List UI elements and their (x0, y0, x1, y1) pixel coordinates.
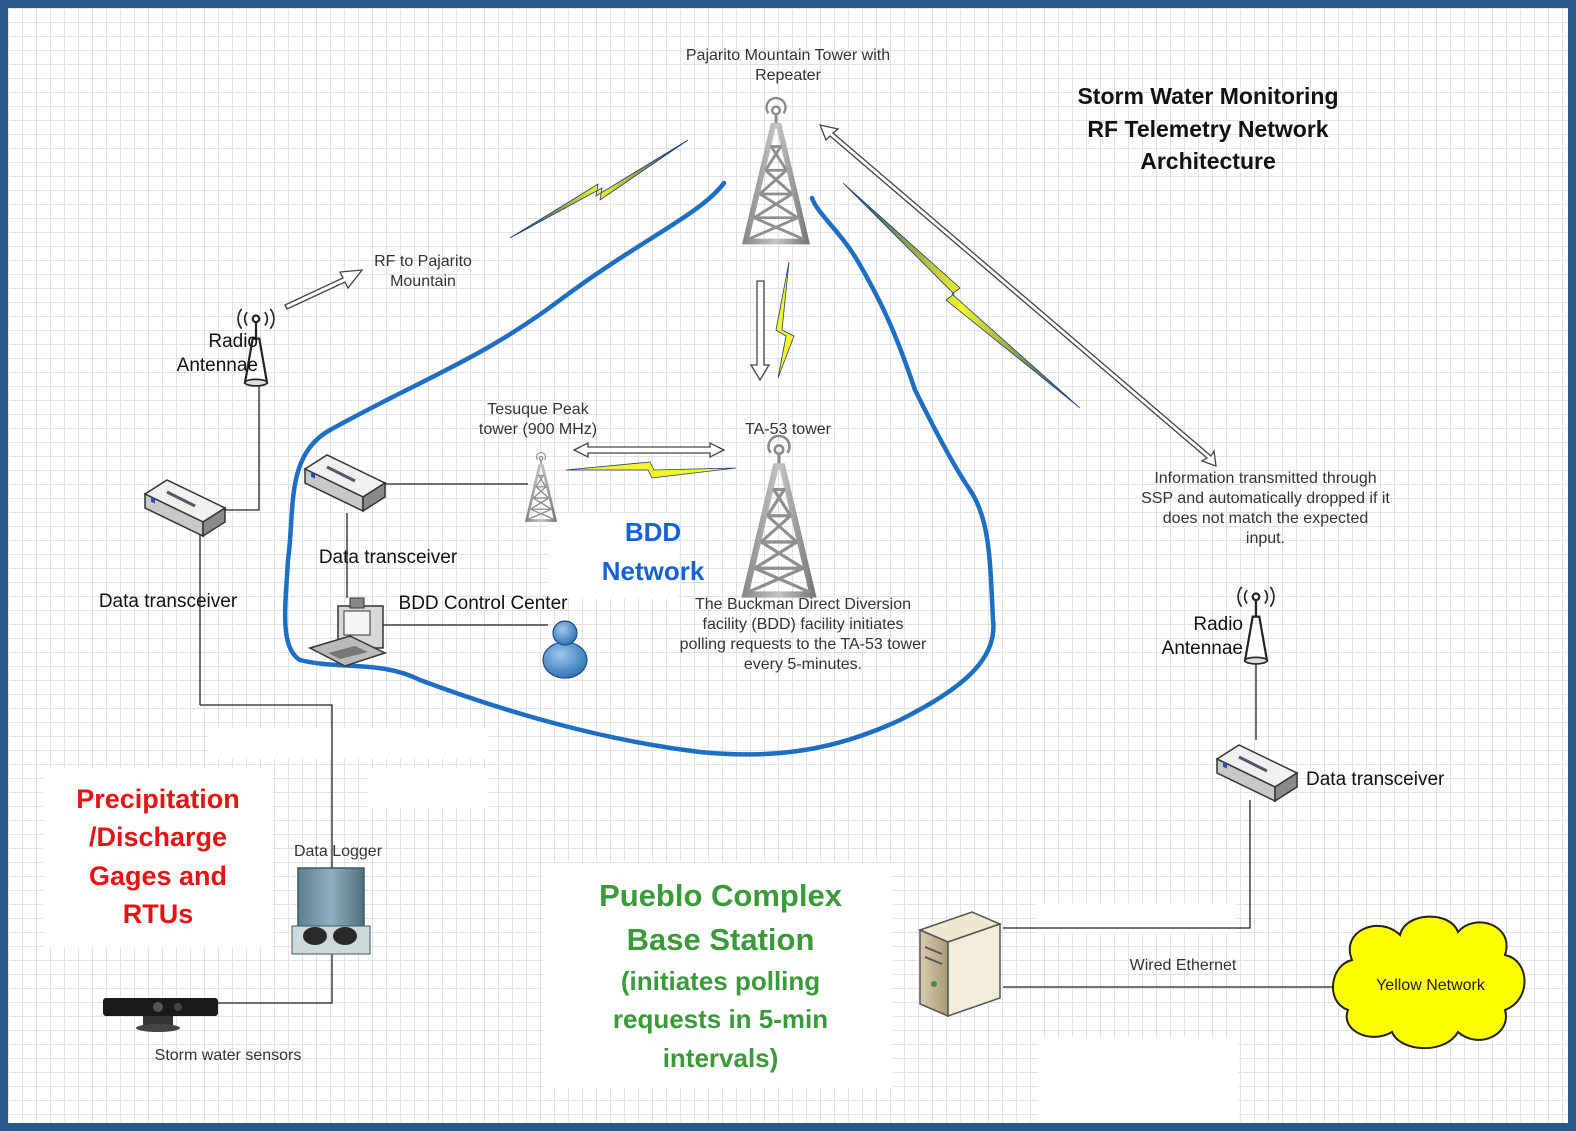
tower-icon (746, 98, 807, 241)
storm-water-sensors-label: Storm water sensors (154, 1047, 302, 1064)
bdd-control-center-label: BDD Control Center (398, 593, 568, 614)
pueblo-complex-sublabel: (initiates polling requests in 5-min int… (612, 966, 829, 1073)
transceiver-icon (143, 478, 227, 538)
data-logger-label: Data Logger (293, 843, 383, 860)
sensor-icon (103, 998, 218, 1032)
rf-to-pajarito-label: RF to Pajarito Mountain (374, 253, 472, 290)
data-logger-icon (291, 867, 371, 955)
ta53-tower-label: TA-53 tower (745, 421, 831, 438)
lightning-icon (842, 182, 1081, 409)
tesuque-peak-label: Tesuque Peak tower (900 MHz) (478, 401, 598, 438)
computer-icon (308, 597, 388, 667)
transceiver-icon (1215, 743, 1299, 803)
server-icon (917, 911, 1003, 1018)
lightning-icon (509, 139, 689, 239)
bdd-description: The Buckman Direct Diversion facility (B… (679, 596, 927, 673)
diagram-title: Storm Water Monitoring RF Telemetry Netw… (1077, 83, 1339, 175)
arrow-icon (818, 124, 1217, 467)
arrow-icon (572, 441, 726, 459)
bdd-network-label: BDD Network (601, 517, 705, 586)
antenna-icon (1236, 585, 1276, 666)
data-transceiver-bdd-label: Data transceiver (318, 547, 458, 568)
precipitation-label: Precipitation /Discharge Gages and RTUs (76, 784, 240, 929)
transceiver-icon (303, 453, 387, 513)
data-transceiver-left-label: Data transceiver (98, 591, 238, 612)
cloud-icon (1332, 915, 1526, 1050)
radio-antennae-left-label: Radio Antennae (176, 331, 258, 376)
flow-arrows (284, 124, 1217, 467)
ssp-info-label: Information transmitted through SSP and … (1141, 470, 1390, 547)
pueblo-complex-label: Pueblo Complex Base Station (599, 878, 842, 958)
lightning-icon (565, 461, 737, 479)
wired-ethernet-label: Wired Ethernet (1129, 957, 1237, 974)
arrow-icon (284, 269, 364, 310)
tower-icon (745, 436, 812, 595)
data-transceiver-right-label: Data transceiver (1306, 769, 1445, 790)
bdd-network-boundary (282, 180, 996, 757)
radio-antennae-right-label: Radio Antennae (1161, 614, 1243, 659)
arrow-icon (749, 280, 771, 382)
rf-links (509, 139, 1081, 479)
yellow-network-label: Yellow Network (1376, 977, 1485, 994)
connector-lines (199, 383, 1336, 1004)
lightning-icon (775, 261, 795, 379)
diagram-drawing (103, 8, 1526, 1050)
diagram-canvas: Storm Water Monitoring RF Telemetry Netw… (8, 8, 1568, 1123)
tower-icon (525, 451, 557, 522)
pajarito-tower-label: Pajarito Mountain Tower with Repeater (685, 47, 891, 84)
user-icon (542, 620, 588, 679)
